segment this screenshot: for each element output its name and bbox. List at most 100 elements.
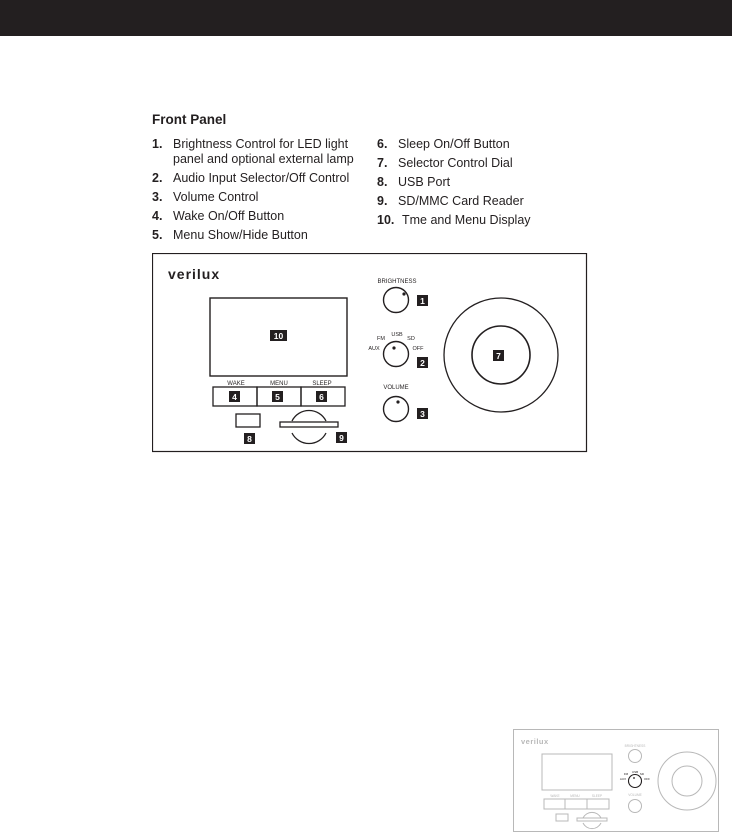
sd-label: SD [407, 336, 415, 342]
svg-text:1: 1 [420, 296, 425, 306]
sd-card-reader[interactable] [279, 409, 339, 445]
list-item-text: Audio Input Selector/Off Control [173, 171, 350, 185]
list-item-number: 9. [377, 194, 388, 208]
thumbnail-sd-card-reader [576, 811, 608, 830]
thumbnail-brightness-label: BRIGHTNESS [625, 744, 646, 748]
list-item-text: Wake On/Off Button [173, 209, 285, 223]
aux-label: AUX [368, 346, 380, 352]
thumbnail-volume-knob [628, 799, 642, 813]
list-item-number: 10. [377, 213, 395, 227]
feature-list-right: 6. Sleep On/Off Button 7. Selector Control … [377, 137, 577, 232]
thumbnail-sleep-button [586, 798, 610, 810]
list-item-number: 4. [152, 209, 163, 223]
list-item-number: 3. [152, 190, 163, 204]
badge-4: 4 [229, 391, 240, 402]
svg-text:9: 9 [339, 433, 344, 443]
audio-selector-knob[interactable] [382, 340, 410, 368]
list-item-text: SD/MMC Card Reader [398, 194, 524, 208]
thumbnail-aux-label: AUX [620, 777, 626, 781]
list-item-text: Selector Control Dial [398, 156, 513, 170]
thumbnail-brand-logo: verilux [521, 737, 549, 746]
thumbnail-outline [513, 729, 719, 832]
time-menu-display [209, 297, 348, 377]
list-item: 10. Tme and Menu Display [377, 213, 577, 228]
front-panel-diagram: verilux 10 WAKE MENU SLEEP 4 5 6 8 9 BRI… [152, 253, 588, 453]
selector-knob-indicator [392, 346, 396, 350]
badge-8: 8 [244, 433, 255, 444]
off-label: OFF [413, 346, 425, 352]
list-item-text: Tme and Menu Display [402, 213, 531, 227]
thumbnail-selector-knob [627, 773, 643, 789]
wake-label: WAKE [227, 381, 244, 387]
list-item: 4. Wake On/Off Button [152, 209, 367, 224]
usb-port[interactable] [235, 413, 261, 428]
thumbnail-menu-label: MENU [570, 794, 580, 798]
sleep-button[interactable] [300, 386, 346, 407]
badge-5: 5 [272, 391, 283, 402]
list-item: 5. Menu Show/Hide Button [152, 228, 367, 243]
list-item-number: 1. [152, 137, 163, 151]
svg-text:8: 8 [247, 434, 252, 444]
fm-label: FM [377, 336, 385, 342]
thumbnail-off-label: OFF [644, 777, 650, 781]
brand-logo: verilux [168, 266, 220, 282]
brightness-knob[interactable] [382, 286, 410, 314]
list-item: 2. Audio Input Selector/Off Control [152, 171, 367, 186]
badge-3: 3 [417, 408, 428, 419]
thumbnail-selector-indicator [633, 777, 635, 779]
thumbnail-dial-inner [671, 765, 703, 797]
volume-label: VOLUME [383, 385, 408, 391]
thumbnail-usb-label: USB [632, 770, 638, 774]
list-item: 9. SD/MMC Card Reader [377, 194, 577, 209]
thumbnail-dial-outer [657, 751, 717, 811]
sleep-label: SLEEP [312, 381, 331, 387]
selector-dial-outer [443, 297, 559, 413]
badge-10: 10 [270, 330, 287, 341]
thumbnail-fm-label: FM [624, 772, 629, 776]
svg-text:2: 2 [420, 358, 425, 368]
thumbnail-usb-port [555, 813, 569, 822]
svg-text:7: 7 [496, 351, 501, 361]
list-item-number: 5. [152, 228, 163, 242]
section-title: Front Panel [152, 112, 227, 127]
thumbnail-volume-label: VOLUME [628, 793, 641, 797]
brightness-label: BRIGHTNESS [377, 279, 416, 285]
top-bar [0, 0, 732, 36]
badge-6: 6 [316, 391, 327, 402]
thumbnail-brightness-knob [628, 749, 642, 763]
list-item: 8. USB Port [377, 175, 577, 190]
list-item-text: Sleep On/Off Button [398, 137, 510, 151]
svg-text:10: 10 [274, 331, 284, 341]
badge-2: 2 [417, 357, 428, 368]
list-item-number: 7. [377, 156, 388, 170]
volume-knob[interactable] [382, 395, 410, 423]
list-item: 6. Sleep On/Off Button [377, 137, 577, 152]
panel-thumbnail: verilux WAKE MENU SLEEP BRIGHTNESS FM US… [513, 729, 719, 832]
badge-7: 7 [493, 350, 504, 361]
badge-9: 9 [336, 432, 347, 443]
svg-text:4: 4 [232, 392, 237, 402]
list-item-text: Brightness Control for LED light [173, 137, 349, 151]
list-item-number: 8. [377, 175, 388, 189]
list-item-text: Menu Show/Hide Button [173, 228, 308, 242]
usb-label: USB [391, 332, 403, 338]
list-item-text: panel and optional external lamp [173, 152, 354, 166]
svg-text:5: 5 [275, 392, 280, 402]
thumbnail-sleep-label: SLEEP [592, 794, 602, 798]
brightness-knob-indicator [402, 292, 406, 296]
thumbnail-wake-label: WAKE [550, 794, 559, 798]
menu-label: MENU [270, 381, 288, 387]
list-item-number: 2. [152, 171, 163, 185]
svg-text:6: 6 [319, 392, 324, 402]
list-item-text: USB Port [398, 175, 451, 189]
svg-text:3: 3 [420, 409, 425, 419]
volume-knob-indicator [396, 400, 400, 404]
list-item-text: Volume Control [173, 190, 259, 204]
thumbnail-sd-label: SD [640, 772, 645, 776]
list-item-number: 6. [377, 137, 388, 151]
list-item: 7. Selector Control Dial [377, 156, 577, 171]
list-item: 3. Volume Control [152, 190, 367, 205]
thumbnail-display [541, 753, 613, 791]
